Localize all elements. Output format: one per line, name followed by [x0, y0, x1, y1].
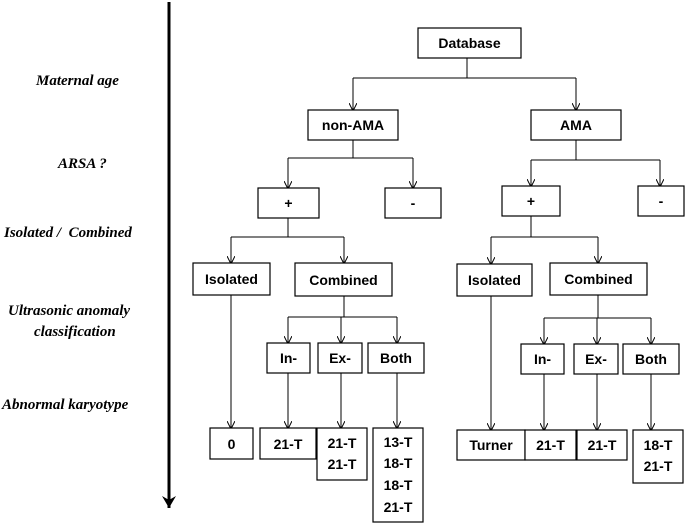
karyotype-ama-isolated: Turner	[456, 429, 526, 461]
svg-text:In-: In-	[534, 351, 551, 367]
edges	[231, 58, 660, 430]
node-nonama-ex: Ex-	[317, 342, 363, 374]
karyotype-nonama-isolated: 0	[209, 427, 254, 460]
node-nonama-plus: +	[257, 187, 320, 219]
node-ama-ex: Ex-	[573, 343, 619, 375]
svg-text:Both: Both	[380, 350, 412, 366]
node-ama-combined: Combined	[549, 262, 648, 296]
node-nonama-in: In-	[266, 342, 311, 374]
node-database: Database	[417, 27, 522, 59]
svg-text:13-T: 13-T	[384, 434, 413, 450]
svg-text:Ex-: Ex-	[329, 350, 351, 366]
row-label-isolated-combined: Isolated / Combined	[3, 225, 132, 241]
node-nonama-isolated: Isolated	[192, 262, 271, 296]
svg-text:AMA: AMA	[560, 117, 592, 133]
svg-text:21-T: 21-T	[328, 435, 357, 451]
node-ama-plus: +	[501, 185, 561, 217]
svg-text:Turner: Turner	[469, 437, 513, 453]
svg-text:-: -	[659, 193, 664, 209]
svg-text:21-T: 21-T	[588, 437, 617, 453]
svg-text:Both: Both	[635, 351, 667, 367]
svg-text:18-T: 18-T	[644, 437, 673, 453]
node-ama-isolated: Isolated	[456, 263, 533, 297]
svg-text:18-T: 18-T	[384, 455, 413, 471]
svg-text:Combined: Combined	[309, 272, 377, 288]
karyotype-ama-both: 18-T 21-T	[632, 429, 684, 484]
node-nonama-minus: -	[384, 187, 442, 219]
svg-text:21-T: 21-T	[328, 456, 357, 472]
svg-text:21-T: 21-T	[644, 458, 673, 474]
svg-text:+: +	[527, 193, 535, 209]
row-label-maternal-age: Maternal age	[35, 73, 119, 89]
karyotype-ama-ex: 21-T	[576, 429, 628, 461]
svg-text:18-T: 18-T	[384, 477, 413, 493]
row-label-ultrasonic-line2: classification	[34, 324, 116, 340]
node-ama: AMA	[530, 109, 622, 141]
node-non-ama: non-AMA	[307, 109, 399, 141]
row-label-ultrasonic-line1: Ultrasonic anomaly	[8, 303, 130, 319]
svg-text:+: +	[284, 195, 292, 211]
node-ama-minus: -	[637, 185, 685, 217]
svg-text:21-T: 21-T	[536, 437, 565, 453]
svg-text:Ex-: Ex-	[585, 351, 607, 367]
svg-text:Isolated: Isolated	[205, 271, 258, 287]
karyotype-nonama-in: 21-T	[259, 427, 317, 460]
karyotype-ama-in: 21-T	[524, 429, 577, 461]
svg-text:Database: Database	[438, 35, 500, 51]
node-ama-in: In-	[520, 343, 565, 375]
svg-text:0: 0	[228, 436, 236, 452]
svg-text:21-T: 21-T	[384, 499, 413, 515]
karyotype-nonama-ex: 21-T 21-T	[316, 427, 368, 481]
node-ama-both: Both	[622, 343, 680, 375]
svg-text:-: -	[411, 195, 416, 211]
svg-text:Combined: Combined	[564, 271, 632, 287]
node-nonama-combined: Combined	[294, 262, 393, 297]
karyotype-nonama-both: 13-T 18-T 18-T 21-T	[372, 427, 424, 523]
svg-text:21-T: 21-T	[274, 436, 303, 452]
svg-text:In-: In-	[280, 350, 297, 366]
svg-text:Isolated: Isolated	[468, 272, 521, 288]
row-label-abnormal-karyotype: Abnormal karyotype	[1, 397, 129, 413]
node-nonama-both: Both	[367, 342, 425, 374]
svg-text:non-AMA: non-AMA	[322, 117, 384, 133]
row-label-arsa: ARSA ?	[57, 156, 107, 172]
